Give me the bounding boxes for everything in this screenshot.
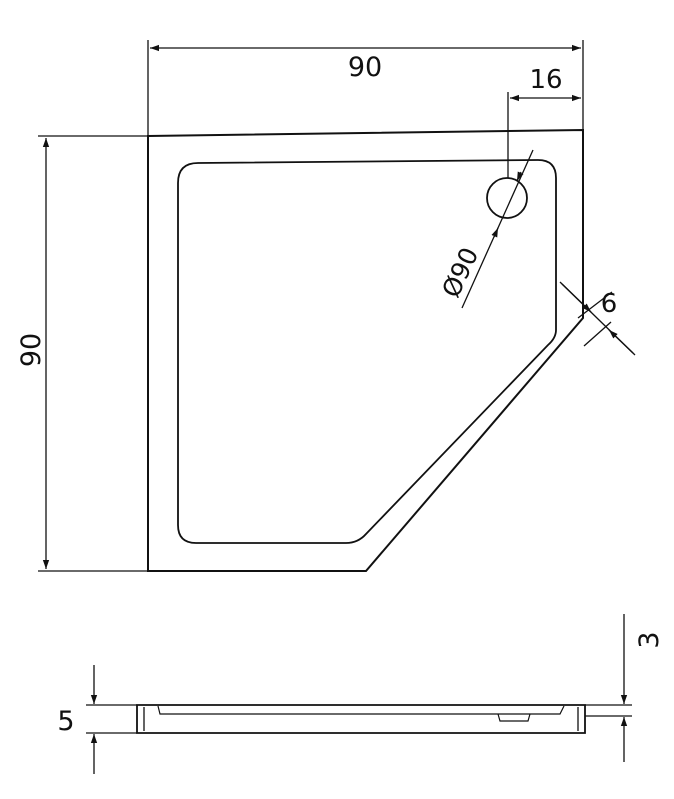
tray-outer-outline	[147, 128, 584, 572]
tray-inner-basin	[177, 159, 557, 544]
drain-offset-label: 16	[529, 65, 562, 95]
dimension-left-height	[38, 135, 148, 572]
top-view	[147, 128, 584, 572]
height-label: 90	[16, 333, 47, 367]
extension-line-rim-1	[577, 291, 613, 319]
dimension-drain-diameter	[461, 149, 534, 309]
side-view	[86, 704, 632, 734]
drain-diameter-label: Ø90	[436, 243, 484, 302]
rim-arrow-1	[561, 283, 592, 313]
rim-arrow-2	[608, 329, 634, 354]
dimension-drain-offset	[507, 92, 581, 178]
dimension-rim-width	[559, 281, 636, 356]
leader-arrow-2	[516, 171, 524, 182]
width-label: 90	[348, 52, 382, 83]
leader-arrow-1	[491, 227, 499, 238]
side-height-label: 5	[57, 706, 74, 737]
rim-width-label: 6	[601, 289, 618, 319]
extension-line-rim-2	[583, 321, 612, 347]
rim-thickness-label: 3	[634, 631, 665, 648]
drain-circle	[486, 177, 528, 219]
profile-basin	[157, 705, 565, 715]
profile-drain	[497, 713, 531, 722]
dimension-top-width	[147, 40, 584, 136]
tray-profile-outer	[136, 704, 586, 734]
